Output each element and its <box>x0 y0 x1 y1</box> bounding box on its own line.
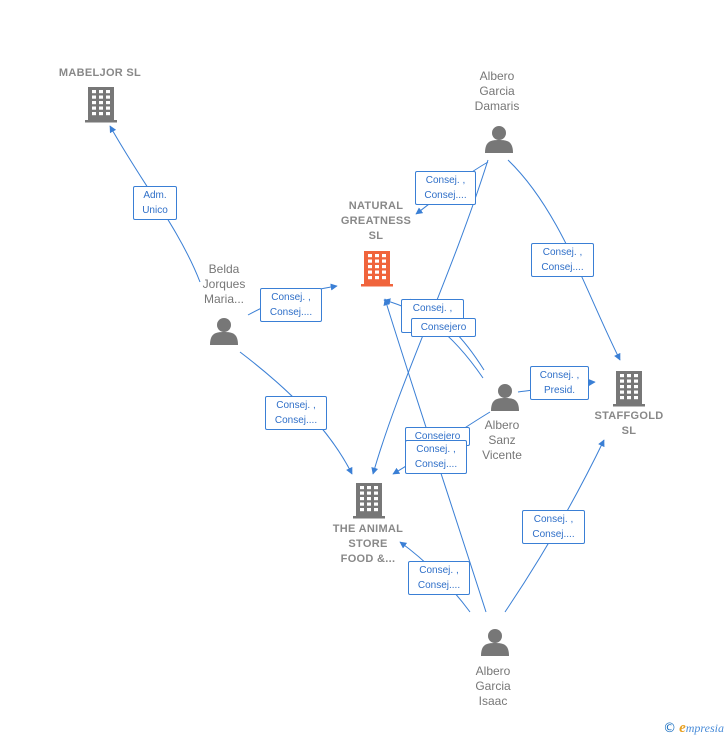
person-icon-albero-garcia-damaris[interactable] <box>485 126 513 153</box>
person-icon-albero-sanz-vicente[interactable] <box>491 384 519 411</box>
edge-label-vicente-natural-b[interactable]: Consejero <box>411 318 476 337</box>
node-label-natural-greatness[interactable]: NATURAL GREATNESS SL <box>340 200 412 242</box>
edge-label-belda-natural[interactable]: Consej. , Consej.... <box>260 288 322 322</box>
edge-label-isaac-staffgold[interactable]: Consej. , Consej.... <box>522 510 585 544</box>
building-icon-mabeljor[interactable] <box>85 87 117 123</box>
edge-label-belda-animal[interactable]: Consej. , Consej.... <box>265 396 327 430</box>
empresia-logo-initial: e <box>679 720 686 736</box>
empresia-watermark: ©empresia <box>663 720 724 737</box>
node-label-albero-sanz-vicente[interactable]: Albero Sanz Vicente <box>482 418 522 462</box>
building-icon-natural-greatness[interactable] <box>361 251 393 287</box>
person-icon-belda-jorques-maria[interactable] <box>210 318 238 345</box>
node-icons <box>85 87 645 656</box>
building-icon-staffgold[interactable] <box>613 371 645 407</box>
edge-label-damaris-natural[interactable]: Consej. , Consej.... <box>415 171 476 205</box>
edge-label-isaac-animal[interactable]: Consej. , Consej.... <box>408 561 470 595</box>
copyright-symbol: © <box>663 721 677 736</box>
node-label-albero-garcia-isaac[interactable]: Albero Garcia Isaac <box>475 664 511 708</box>
edge-label-damaris-staffgold[interactable]: Consej. , Consej.... <box>531 243 594 277</box>
empresia-logo-text: mpresia <box>685 721 724 735</box>
node-label-staffgold[interactable]: STAFFGOLD SL <box>594 410 664 437</box>
node-label-albero-garcia-damaris[interactable]: Albero Garcia Damaris <box>474 69 520 113</box>
building-icon-animal-store[interactable] <box>353 483 385 519</box>
edge-label-belda-mabeljor[interactable]: Adm. Unico <box>133 186 177 220</box>
node-label-belda-jorques-maria[interactable]: Belda Jorques Maria... <box>202 262 246 306</box>
edge-label-vicente-staffgold[interactable]: Consej. , Presid. <box>530 366 589 400</box>
node-label-mabeljor[interactable]: MABELJOR SL <box>58 67 142 79</box>
person-icon-albero-garcia-isaac[interactable] <box>481 629 509 656</box>
node-label-animal-store[interactable]: THE ANIMAL STORE FOOD &... <box>332 523 404 565</box>
edge-label-vicente-animal-b[interactable]: Consej. , Consej.... <box>405 440 467 474</box>
